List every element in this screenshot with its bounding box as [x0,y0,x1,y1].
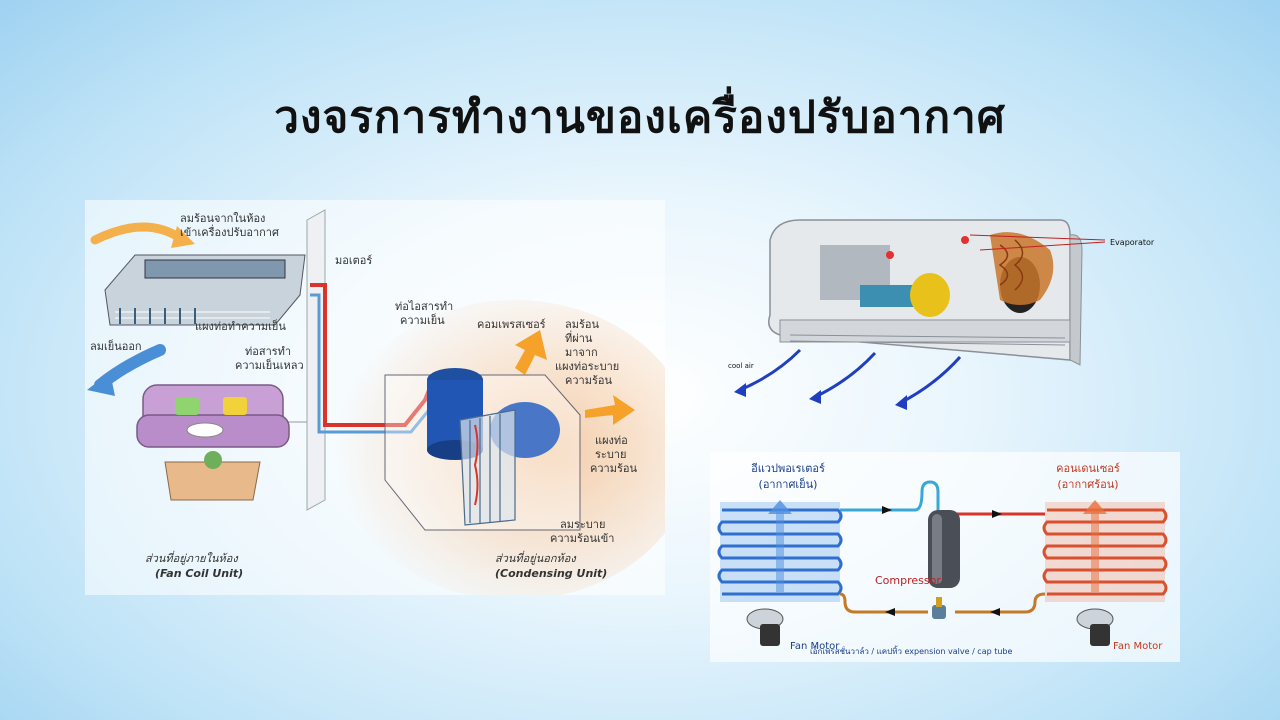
label-fan-motor-right: Fan Motor [1113,641,1163,652]
fan-motor-left-icon [746,608,784,646]
label-hot-air-out-1: ลมร้อน [565,318,600,331]
label-heat-removal-air-1: ลมระบาย [560,518,605,531]
label-refrigerant-line-2: ความเย็น [400,313,445,327]
label-hot-air-out-4: แผงท่อระบาย [555,360,619,373]
indoor-unit-cutaway: Evaporator cool air [720,205,1190,415]
label-cool-air-out: ลมเย็นออก [90,339,142,353]
label-hot-air-in-2: เข้าเครื่องปรับอากาศ [180,224,279,239]
compressor-icon [928,510,960,588]
label-refrigerant-line-1: ท่อไอสารทำ [395,300,453,313]
split-ac-illustration: ลมร้อนจากในห้อง เข้าเครื่องปรับอากาศ มอเ… [85,200,695,600]
label-evaporator-sub: (อากาศเย็น) [759,477,818,491]
label-expansion-valve: เอ็กเพรสชั่นวาล์ว / แคปทิ้ว expension va… [810,645,1013,656]
label-condenser-sub: (อากาศร้อน) [1057,478,1118,491]
label-evaporator-th: อีแวปพอเรเตอร์ [751,462,825,475]
page-title: วงจรการทำงานของเครื่องปรับอากาศ [274,92,1006,143]
expansion-valve-icon [932,597,946,619]
sofa-illustration [136,384,290,448]
label-evaporator: Evaporator [1110,238,1155,247]
label-compressor: คอมเพรสเซอร์ [477,318,546,331]
label-fan-motor-left: Fan Motor [790,641,840,652]
label-hot-air-out-3: มาจาก [565,346,598,359]
condenser-coil [1042,500,1168,602]
caption-outdoor-2: (Condensing Unit) [495,567,607,580]
caption-indoor-2: (Fan Coil Unit) [155,567,243,580]
label-condenser-coil-1: แผงท่อ [595,434,628,447]
label-motor: มอเตอร์ [335,254,372,267]
label-cooling-coil: แผงท่อทำความเย็น [195,319,286,333]
label-condenser-coil-3: ความร้อน [590,462,637,475]
condensing-unit [384,368,581,531]
label-hot-air-out-2: ที่ผ่าน [565,330,593,345]
label-cool-air: cool air [728,362,754,370]
label-compressor: Compressor [875,574,941,587]
indoor-unit [104,254,306,326]
evaporator-coil [717,500,843,602]
label-liquid-line-1: ท่อสารทำ [245,345,291,358]
fan-motor-right-icon [1076,608,1114,646]
coffee-table [164,451,261,501]
label-liquid-line-2: ความเย็นเหลว [235,358,304,372]
refrigeration-cycle-diagram: อีแวปพอเรเตอร์ (อากาศเย็น) คอนเดนเซอร์ (… [710,452,1180,662]
label-heat-removal-air-2: ความร้อนเข้า [550,532,614,545]
label-condenser-th: คอนเดนเซอร์ [1056,462,1120,475]
label-condenser-coil-2: ระบาย [595,448,626,461]
label-hot-air-out-5: ความร้อน [565,374,612,387]
caption-outdoor-1: ส่วนที่อยู่นอกห้อง [495,550,577,565]
caption-indoor-1: ส่วนที่อยู่ภายในห้อง [145,550,239,565]
label-hot-air-in-1: ลมร้อนจากในห้อง [180,212,265,225]
